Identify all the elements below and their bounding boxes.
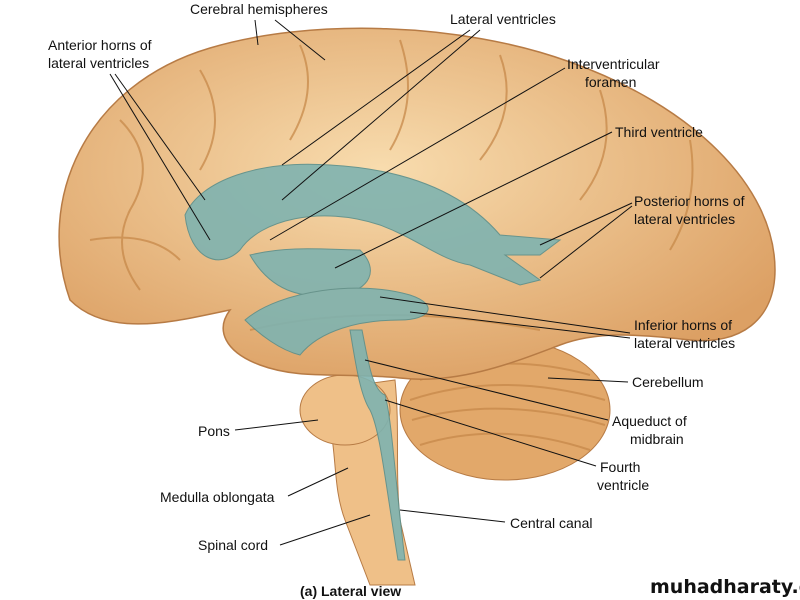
watermark: muhadharaty.com (650, 576, 800, 598)
label-lateral-ventricles: Lateral ventricles (450, 11, 556, 27)
label-fourth-ventricle-line1: Fourth (600, 459, 640, 475)
inferior-horn (244, 287, 429, 356)
lateral-ventricle (184, 163, 562, 286)
label-cerebral-hemispheres: Cerebral hemispheres (190, 1, 328, 17)
label-medulla-oblongata: Medulla oblongata (160, 489, 275, 505)
label-central-canal: Central canal (510, 515, 593, 531)
label-interventricular-line2: foramen (585, 74, 636, 90)
label-aqueduct-line1: Aqueduct of (612, 413, 687, 429)
label-third-ventricle: Third ventricle (615, 124, 703, 140)
label-spinal-cord: Spinal cord (198, 537, 268, 553)
gyri (89, 39, 694, 331)
label-inferior-horns-line2: lateral ventricles (634, 335, 735, 351)
label-posterior-horns-line2: lateral ventricles (634, 211, 735, 227)
label-interventricular-line1: Interventricular (567, 56, 660, 72)
leader-lines (109, 19, 633, 546)
label-anterior-horns-line1: Anterior horns of (48, 37, 152, 53)
label-pons: Pons (198, 423, 230, 439)
label-fourth-ventricle-line2: ventricle (597, 477, 649, 493)
aqueduct-fourth-ventricle (349, 329, 406, 561)
label-anterior-horns-line2: lateral ventricles (48, 55, 149, 71)
label-posterior-horns-line1: Posterior horns of (634, 193, 745, 209)
ventricular-system (184, 163, 562, 561)
label-aqueduct-line2: midbrain (630, 431, 684, 447)
label-inferior-horns-line1: Inferior horns of (634, 317, 732, 333)
label-cerebellum: Cerebellum (632, 374, 704, 390)
third-ventricle (249, 248, 371, 297)
figure-caption: (a) Lateral view (300, 583, 401, 599)
